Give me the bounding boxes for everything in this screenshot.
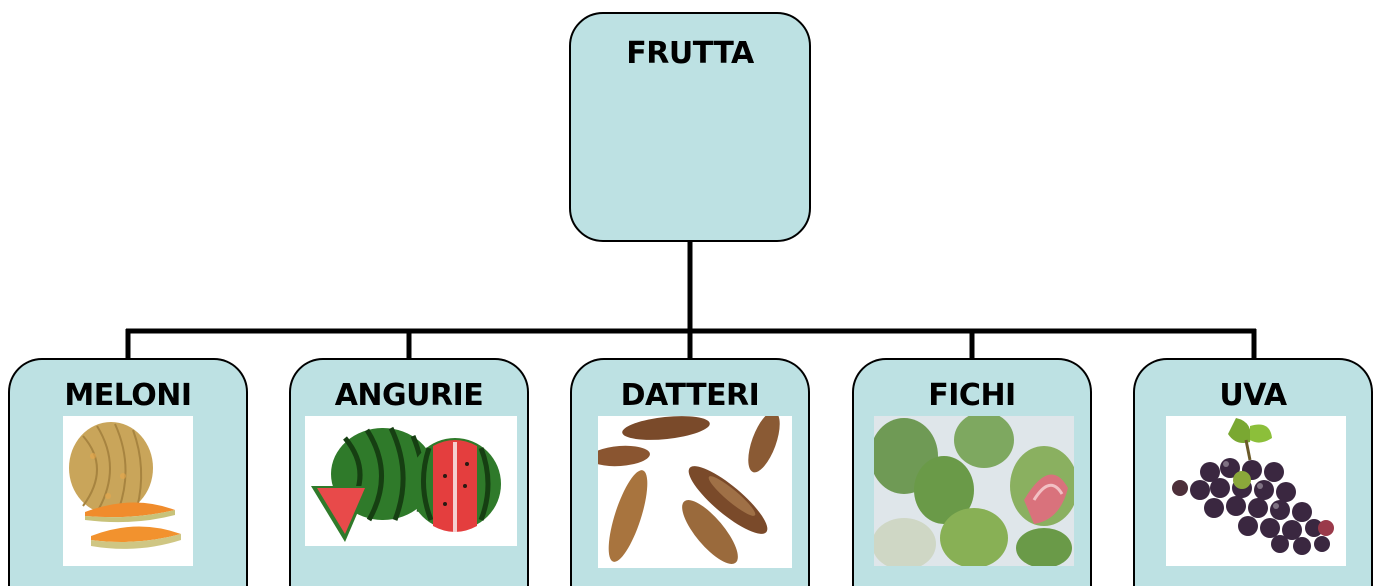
dates-image [598, 416, 792, 568]
root-node-label: FRUTTA [626, 36, 754, 71]
child-node-label: UVA [1219, 378, 1287, 413]
child-node-label: ANGURIE [334, 378, 484, 413]
child-node-label: MELONI [64, 378, 192, 413]
child-node-label: FICHI [928, 378, 1016, 413]
melon-image [63, 416, 193, 566]
root-node-frutta: FRUTTA [569, 12, 811, 242]
child-node-label: DATTERI [620, 378, 760, 413]
figs-image [874, 416, 1074, 566]
watermelon-image [305, 416, 517, 546]
grapes-image [1166, 416, 1346, 566]
child-node-uva: UVA [1133, 358, 1373, 586]
child-node-meloni: MELONI [8, 358, 248, 586]
child-node-datteri: DATTERI [570, 358, 810, 586]
child-node-angurie: ANGURIE [289, 358, 529, 586]
child-node-fichi: FICHI [852, 358, 1092, 586]
